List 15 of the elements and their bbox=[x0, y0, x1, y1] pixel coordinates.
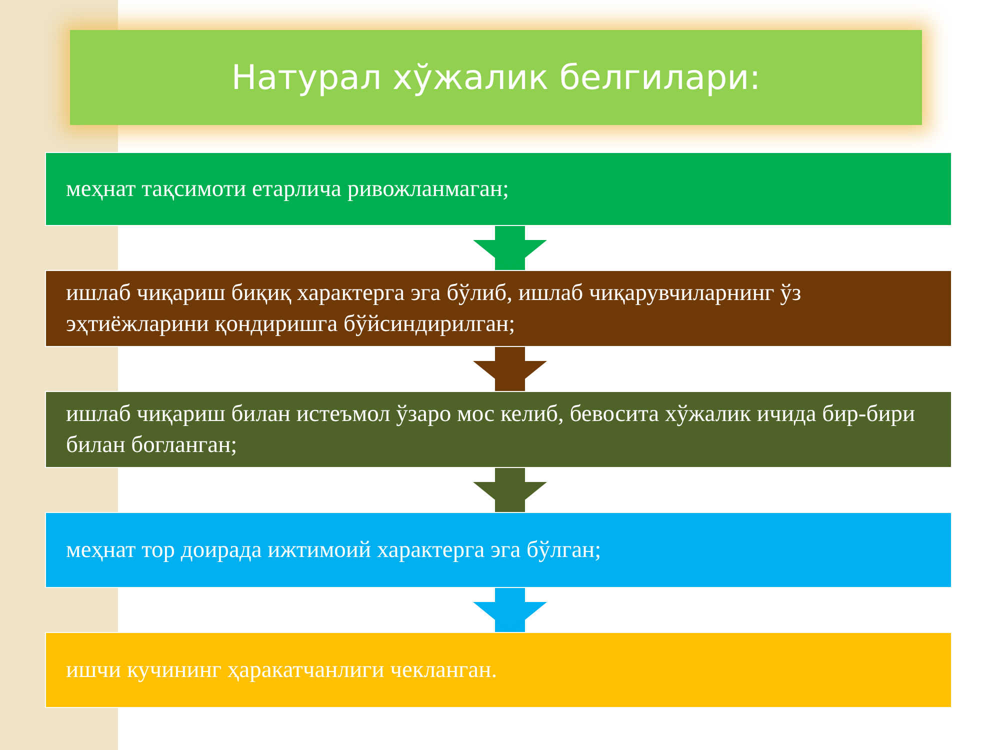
step-box bbox=[45, 512, 952, 588]
down-arrow bbox=[473, 347, 547, 391]
step-box bbox=[45, 270, 952, 347]
step-text: ишчи кучининг ҳаракатчанлиги чекланган. bbox=[66, 656, 498, 685]
title: Натурал хўжалик белгилари: bbox=[231, 58, 761, 98]
step-text: ишлаб чиқариш биқиқ характерга эга бўлиб, ишлаб чиқарувчиларнинг ўз эҳтиёжларини қондиришга бўйсиндирилган; bbox=[66, 278, 802, 338]
down-arrow bbox=[473, 468, 547, 512]
down-arrow bbox=[473, 226, 547, 270]
step-box bbox=[45, 632, 952, 708]
step-box bbox=[45, 391, 952, 468]
down-arrow bbox=[473, 588, 547, 632]
step-text: меҳнат тақсимоти етарлича ривожланмаган; bbox=[66, 174, 510, 204]
step-text: меҳнат тор доирада ижтимоий характерга эга бўлган; bbox=[66, 536, 602, 565]
step-text: ишлаб чиқариш билан истеъмол ўзаро мос келиб, бевосита хўжалик ичида бир-бири билан богланган; bbox=[66, 400, 916, 460]
step-box bbox=[45, 152, 952, 226]
